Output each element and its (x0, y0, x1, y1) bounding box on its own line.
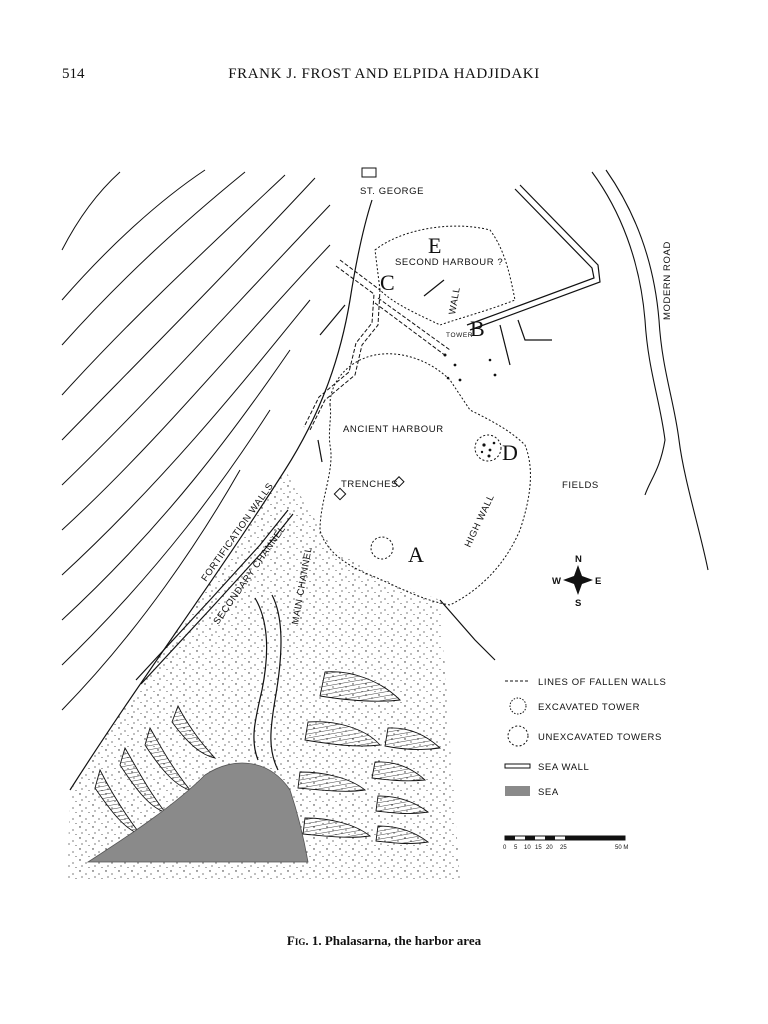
hill-contours (61, 169, 331, 711)
scale-end-label: 50 M (615, 845, 628, 851)
legend-excavated-tower-symbol (509, 697, 527, 715)
site-letter-e: E (428, 233, 441, 258)
scale-tick-5: 5 (514, 845, 518, 851)
legend-fallen-walls: LINES OF FALLEN WALLS (538, 677, 666, 688)
label-ancient-harbour: ANCIENT HARBOUR (343, 424, 444, 435)
trench-2 (393, 476, 405, 488)
unexcavated-tower-a (370, 536, 394, 560)
legend-sea: SEA (538, 787, 559, 798)
label-trenches: TRENCHES (341, 479, 398, 490)
sea (86, 762, 309, 863)
dune-ridges (94, 671, 441, 844)
scale-tick-15: 15 (535, 845, 542, 851)
excavated-tower-d (474, 434, 502, 462)
legend-sea-wall-symbol (504, 763, 531, 769)
trench-1 (333, 487, 347, 501)
tower-b-rubble (443, 353, 497, 382)
legend-sea-symbol (505, 786, 530, 796)
scale-bar: 0 5 10 15 20 25 50 M (503, 835, 628, 851)
running-head: FRANK J. FROST AND ELPIDA HADJIDAKI (228, 66, 540, 82)
label-modern-road: MODERN ROAD (662, 241, 673, 320)
scale-tick-0: 0 (503, 845, 507, 851)
fortification-walls (303, 259, 451, 431)
legend-sea-wall: SEA WALL (538, 762, 589, 773)
scale-tick-10: 10 (524, 845, 531, 851)
excavated-tower-d-rubble (480, 441, 496, 458)
label-high-wall: HIGH WALL (463, 493, 497, 550)
legend-unexcavated-towers-symbol (507, 725, 529, 747)
site-letter-b: B (470, 316, 485, 341)
figure-caption-text: Phalasarna, the harbor area (324, 933, 482, 948)
main-channel (253, 597, 268, 761)
figure-label: Fig. 1. (286, 933, 322, 948)
compass-rose: N S W E (552, 554, 602, 609)
label-second-harbour: SECOND HARBOUR ? (395, 257, 503, 268)
compass-star-icon (563, 565, 593, 595)
figure-caption: Fig. 1. Phalasarna, the harbor area (0, 933, 768, 949)
scale-tick-25: 25 (560, 845, 567, 851)
compass-s: S (575, 598, 582, 609)
ancient-harbour-outline (319, 353, 531, 606)
map-legend: LINES OF FALLEN WALLS EXCAVATED TOWER UN… (504, 677, 666, 798)
compass-n: N (575, 554, 582, 565)
scale-tick-20: 20 (546, 845, 553, 851)
modern-road (591, 169, 709, 571)
label-fields: FIELDS (562, 480, 599, 491)
chapel-icon (361, 167, 377, 178)
label-tower: TOWER (446, 332, 473, 339)
label-wall: WALL (447, 286, 463, 315)
compass-w: W (552, 576, 562, 587)
legend-excavated-tower: EXCAVATED TOWER (538, 702, 640, 713)
site-letter-c: C (380, 270, 395, 295)
second-harbour-outline (374, 225, 516, 326)
site-letter-a: A (408, 542, 424, 567)
label-st-george: ST. GEORGE (360, 186, 424, 197)
sea-walls (135, 184, 601, 685)
compass-e: E (595, 576, 602, 587)
page-number: 514 (62, 66, 85, 82)
legend-unexcavated-towers: UNEXCAVATED TOWERS (538, 732, 662, 743)
site-letter-d: D (502, 440, 518, 465)
